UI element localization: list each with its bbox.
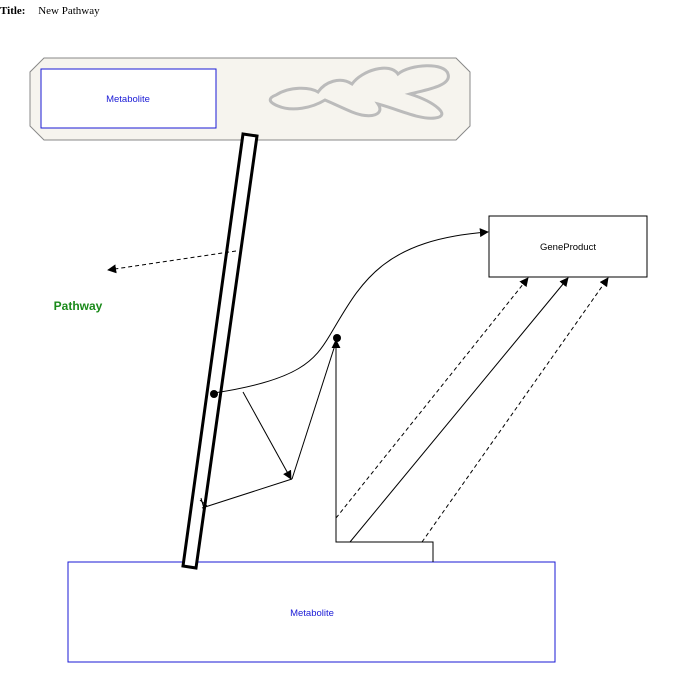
dashed-arrow-gp-3[interactable] (421, 277, 609, 543)
metabolite-bottom-label: Metabolite (290, 608, 334, 619)
dashed-arrow-gp-1[interactable] (335, 277, 529, 519)
tbar-mark (199, 497, 208, 513)
anchor-dot-left (210, 390, 218, 398)
gene-product-box[interactable] (488, 215, 648, 278)
gene-product-label: GeneProduct (540, 242, 596, 253)
title-block: Title: New Pathway (0, 5, 100, 17)
title-label: Title: (0, 5, 26, 17)
metabolite-bottom-box[interactable] (67, 561, 556, 663)
dashed-arrow-left[interactable] (107, 250, 237, 274)
solid-arrow-gp-2[interactable] (349, 277, 569, 543)
line-corner-to-anchor[interactable] (291, 341, 337, 480)
elbow-connector[interactable] (331, 339, 434, 562)
curve-arrow-to-geneproduct[interactable] (213, 228, 489, 394)
metabolite-top-label: Metabolite (106, 94, 150, 105)
organelle-shape[interactable] (268, 64, 450, 120)
pathway-label[interactable]: Pathway (54, 299, 103, 313)
anchor-dot-upper (333, 334, 341, 342)
metabolite-top-box[interactable] (40, 68, 217, 129)
thick-line-shape[interactable] (181, 132, 259, 570)
title-value: New Pathway (38, 5, 100, 17)
line-bottom-to-corner[interactable] (201, 478, 293, 509)
arrow-to-corner[interactable] (242, 391, 292, 480)
